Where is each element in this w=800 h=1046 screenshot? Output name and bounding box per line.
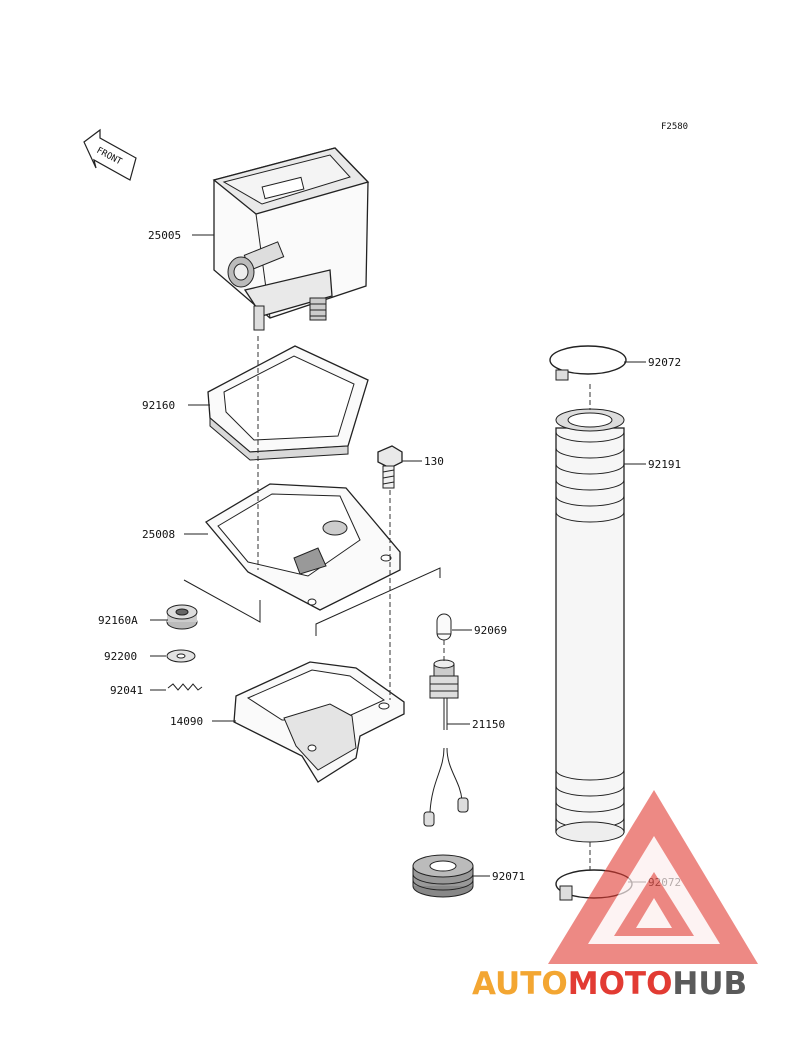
socket-harness-illustration bbox=[423, 659, 469, 827]
part-label: 25008 bbox=[142, 528, 175, 541]
part-label: 25005 bbox=[148, 229, 181, 242]
part-label: 14090 bbox=[170, 715, 203, 728]
bulb-illustration bbox=[436, 613, 452, 641]
watermark-brand: AUTOMOTOHUB bbox=[472, 966, 747, 1002]
part-label: 92072 bbox=[648, 356, 681, 369]
cable-boot-illustration bbox=[555, 408, 625, 843]
part-label: 92069 bbox=[474, 624, 507, 637]
watermark-logo bbox=[548, 790, 758, 964]
washer-illustration bbox=[166, 649, 196, 663]
part-label: 21150 bbox=[472, 718, 505, 731]
grommet-illustration bbox=[166, 604, 198, 630]
damper-illustration bbox=[412, 854, 474, 898]
gasket-illustration bbox=[207, 345, 369, 461]
part-label: 92160 bbox=[142, 399, 175, 412]
figure-id: F2580 bbox=[661, 122, 688, 132]
part-label: 92160A bbox=[98, 614, 138, 627]
speedometer-illustration bbox=[212, 147, 370, 331]
part-label: 92191 bbox=[648, 458, 681, 471]
front-arrow-icon: FRONT bbox=[83, 128, 137, 181]
bracket-cover-illustration bbox=[233, 661, 405, 783]
bolt-illustration bbox=[377, 445, 403, 489]
case-link-line bbox=[315, 567, 441, 636]
part-label: 92041 bbox=[110, 684, 143, 697]
part-label: 92071 bbox=[492, 870, 525, 883]
part-label: 130 bbox=[424, 455, 444, 468]
part-label: 92200 bbox=[104, 650, 137, 663]
grommet-link-line bbox=[183, 579, 261, 623]
spring-illustration bbox=[167, 683, 203, 691]
meter-case-illustration bbox=[205, 483, 401, 611]
clamp-top-illustration bbox=[549, 345, 627, 381]
